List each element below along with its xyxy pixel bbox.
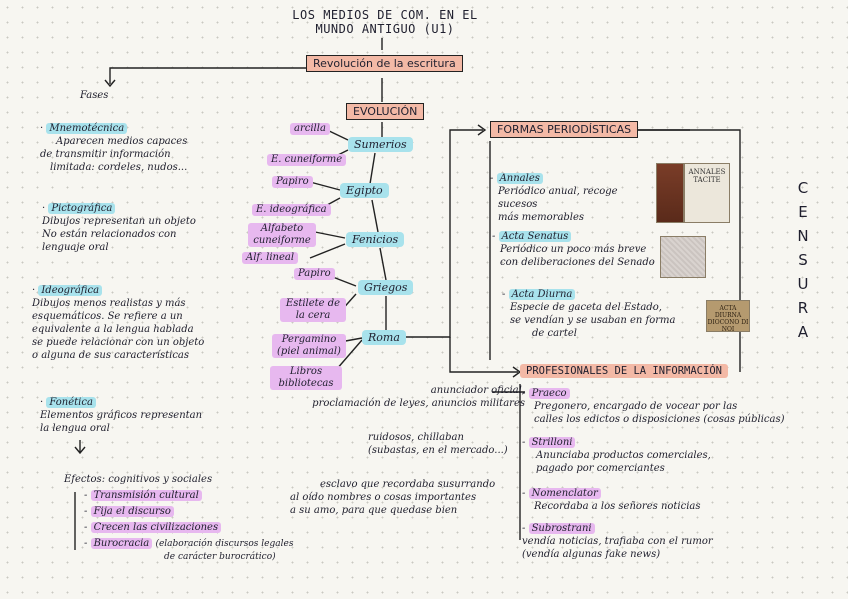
page-title: LOS MEDIOS DE COM. EN EL MUNDO ANTIGUO (… xyxy=(292,8,478,36)
fenicios-alfabeto: Alfabeto cuneiforme xyxy=(248,223,316,247)
strilloni-note: ruidosos, chillaban (subastas, en el mer… xyxy=(368,432,508,456)
prof-praeco: - Praeco Pregonero, encargado de vocear … xyxy=(522,388,785,425)
forma-acta-senatus: - Acta Senatus Periódico un poco más bre… xyxy=(492,231,655,268)
prof-subrostrani: - Subrostrani vendía noticias, trafiaba … xyxy=(522,523,713,560)
fase-ideografica: · Ideográfica Dibujos menos realistas y … xyxy=(32,285,205,361)
civ-fenicios: Fenicios xyxy=(346,232,405,247)
civ-roma: Roma xyxy=(362,330,406,345)
nomenclator-note: esclavo que recordaba susurrando al oído… xyxy=(290,479,496,516)
forma-acta-diurna: - Acta Diurna Especie de gaceta del Esta… xyxy=(502,289,676,339)
formas-box: FORMAS PERIODÍSTICAS xyxy=(490,121,639,138)
arrow-roma-profesionales xyxy=(449,337,518,373)
prof-nomenclator: - Nomenclator Recordaba a los señores no… xyxy=(522,488,701,512)
fase-fonetica: · Fonética Elementos gráficos representa… xyxy=(40,397,203,434)
egipto-ideografica: E. ideográfica xyxy=(252,204,331,216)
fenicios-lineal: Alf. lineal xyxy=(242,252,299,264)
griegos-estilete: Estilete de la cera xyxy=(280,298,346,322)
prof-strilloni: - Strilloni Anunciaba productos comercia… xyxy=(522,437,711,474)
acta-diurna-image: ACTA DIURNA DIOCONO DI NOI xyxy=(706,300,750,333)
civ-griegos: Griegos xyxy=(358,280,414,295)
arrow-root-fases xyxy=(109,67,306,84)
sumerios-arcilla: arcilla xyxy=(290,123,330,135)
roma-pergamino: Pergamino (piel animal) xyxy=(272,334,346,358)
profesionales-box: PROFESIONALES DE LA INFORMACIÓN xyxy=(520,364,728,378)
griegos-papiro: Papiro xyxy=(294,268,335,280)
fase-mnemotecnica: · Mnemotécnica Aparecen medios capaces d… xyxy=(40,123,188,173)
arrow-roma-formas xyxy=(405,129,483,338)
fase-pictografica: · Pictográfica Dibujos representan un ob… xyxy=(42,203,196,253)
evolucion-box: EVOLUCIÓN xyxy=(346,103,425,120)
civ-egipto: Egipto xyxy=(340,183,389,198)
fases-label: Fases xyxy=(80,90,109,101)
praeco-note: anunciador oficial, proclamación de leye… xyxy=(312,385,525,409)
roma-libros: Libros bibliotecas xyxy=(270,366,342,390)
civ-sumerios: Sumerios xyxy=(348,137,413,152)
egipto-papiro: Papiro xyxy=(272,176,313,188)
annales-page-image: ANNALES TACITE xyxy=(684,163,730,223)
root-box: Revolución de la escritura xyxy=(306,55,463,72)
annales-book-image xyxy=(656,163,684,223)
efectos-block: Efectos: cognitivos y sociales - Transmi… xyxy=(64,474,294,562)
sumerios-cuneiforme: E. cuneiforme xyxy=(267,154,347,166)
censura-vertical: C E N S U R A xyxy=(797,179,809,341)
forma-annales: - Annales Periódico anual, recoge suceso… xyxy=(490,173,618,223)
acta-senatus-image xyxy=(660,236,706,278)
